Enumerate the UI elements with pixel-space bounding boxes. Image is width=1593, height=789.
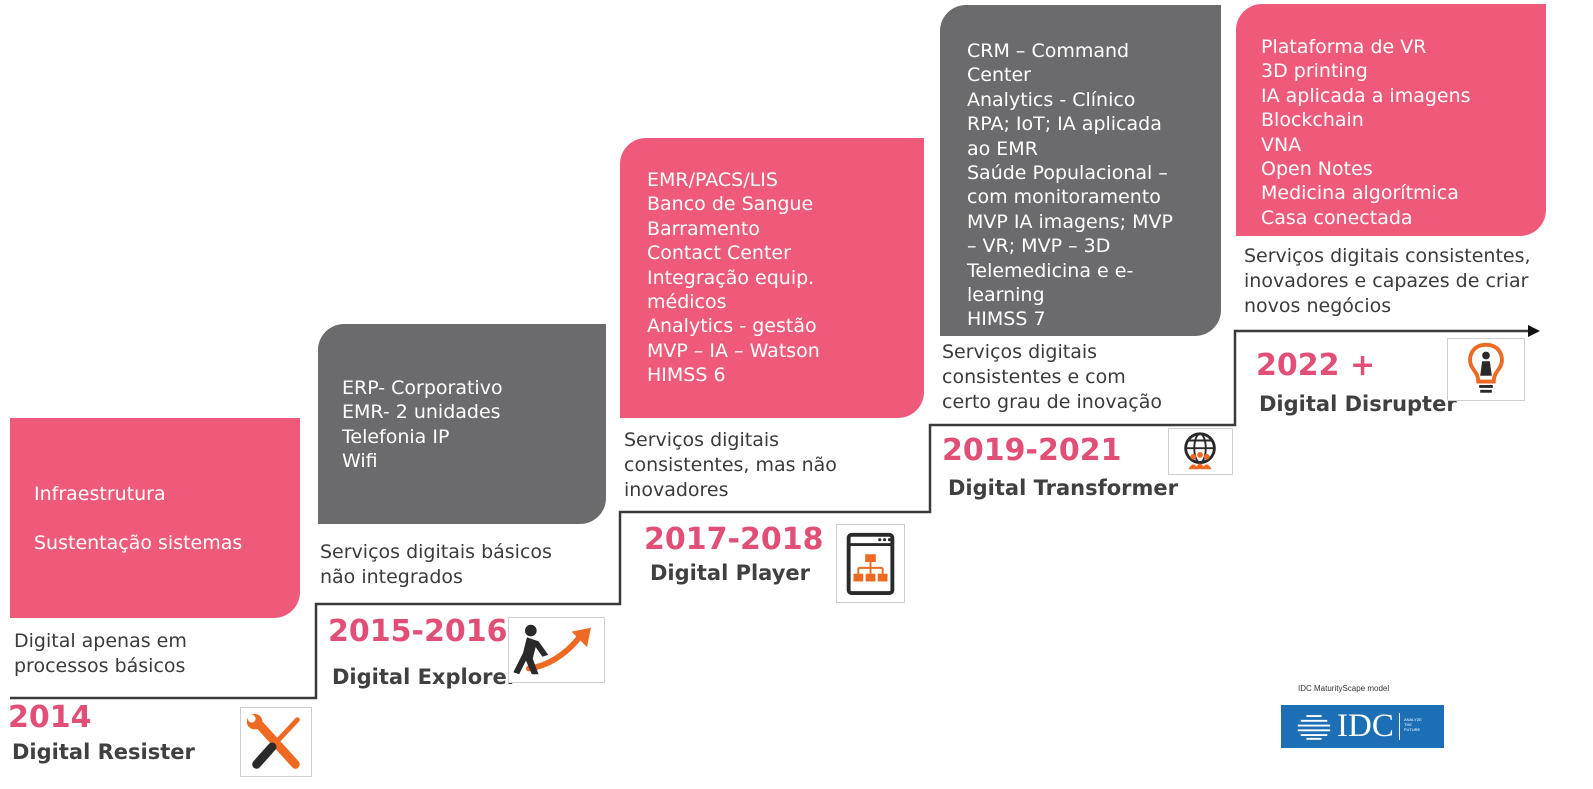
capability-item: VNA: [1261, 133, 1302, 156]
idc-globe-icon: [1297, 715, 1331, 740]
stage-1-description: Digital apenas em processos básicos: [14, 629, 187, 679]
capability-item: Analytics - gestão: [647, 315, 817, 338]
stage-4-year: 2019-2021: [942, 433, 1122, 468]
stage-3-name: Digital Player: [650, 561, 810, 585]
capability-item: EMR/PACS/LIS: [647, 169, 778, 191]
stage-5-description: Serviços digitais consistentes, inovador…: [1244, 244, 1531, 319]
capability-item: IA aplicada a imagens: [1261, 84, 1471, 107]
description-line: Serviços digitais consistentes,: [1244, 245, 1531, 267]
capability-item: Integração equip.: [647, 266, 815, 289]
capability-item: Sustentação sistemas: [34, 532, 243, 554]
capability-item: Telefonia IP: [342, 425, 450, 448]
globe-people-icon: [1168, 428, 1233, 475]
description-line: novos negócios: [1244, 295, 1392, 317]
stage-4-capabilities-box: CRM – Command Center Analytics - Clínico…: [940, 5, 1221, 336]
stage-3-year: 2017-2018: [644, 522, 824, 557]
capability-item: com monitoramento: [967, 186, 1161, 209]
idc-logo-tagline: ANALYZE THE FUTURE: [1404, 717, 1422, 732]
capability-item: Center: [967, 64, 1031, 87]
idc-logo-divider: [1399, 713, 1400, 740]
capability-item: ERP- Corporativo: [342, 377, 503, 399]
org-chart-window-icon: [836, 524, 905, 603]
capability-item: Blockchain: [1261, 109, 1364, 132]
capability-item: Casa conectada: [1261, 206, 1413, 229]
explorer-pulling-arrow-icon: [508, 617, 605, 683]
stage-2-name: Digital Explorer: [332, 665, 518, 689]
stage-2-capabilities-box: ERP- Corporativo EMR- 2 unidades Telefon…: [318, 324, 606, 524]
description-line: Serviços digitais: [624, 429, 780, 451]
stage-5-name: Digital Disrupter: [1259, 392, 1457, 416]
description-line: consistentes, mas não: [624, 454, 837, 476]
capability-item: EMR- 2 unidades: [342, 401, 501, 424]
capability-item: HIMSS 6: [647, 364, 726, 387]
stage-3-description: Serviços digitais consistentes, mas não …: [624, 428, 837, 503]
capability-item: Barramento: [647, 217, 760, 240]
capability-item: Medicina algorítmica: [1261, 182, 1459, 205]
capability-item: Contact Center: [647, 242, 791, 265]
stage-5-capabilities-box: Plataforma de VR 3D printing IA aplicada…: [1236, 4, 1546, 236]
stage-2-year: 2015-2016: [328, 614, 508, 649]
lightbulb-person-icon: [1447, 338, 1525, 401]
source-caption: IDC MaturityScape model: [1298, 684, 1390, 693]
capability-item: Open Notes: [1261, 158, 1373, 181]
stage-4-description: Serviços digitais consistentes e com cer…: [942, 340, 1162, 415]
wrench-screwdriver-icon: [240, 707, 312, 777]
stage-1-name: Digital Resister: [12, 740, 195, 764]
description-line: Digital apenas em: [14, 630, 187, 652]
capability-item: médicos: [647, 291, 727, 314]
tagline-line: FUTURE: [1404, 727, 1421, 732]
stage-3-capabilities-box: EMR/PACS/LIS Banco de Sangue Barramento …: [620, 138, 924, 418]
capability-item: RPA; IoT; IA aplicada: [967, 113, 1162, 136]
description-line: processos básicos: [14, 655, 186, 677]
capability-item: Infraestrutura: [34, 483, 166, 505]
description-line: inovadores e capazes de criar: [1244, 270, 1529, 292]
capability-item: Plataforma de VR: [1261, 36, 1427, 58]
description-line: inovadores: [624, 479, 729, 501]
capability-item: 3D printing: [1261, 60, 1368, 83]
capability-item: Telemedicina e e-: [967, 259, 1134, 282]
description-line: consistentes e com: [942, 366, 1126, 388]
capability-item: Saúde Populacional –: [967, 162, 1168, 185]
idc-logo-text: IDC: [1337, 708, 1394, 744]
stage-2-description: Serviços digitais básicos não integrados: [320, 540, 552, 590]
description-line: Serviços digitais básicos: [320, 541, 552, 563]
stage-1-capabilities-box: Infraestrutura Sustentação sistemas: [10, 418, 300, 618]
description-line: não integrados: [320, 566, 463, 588]
stage-1-year: 2014: [8, 700, 92, 735]
stage-4-name: Digital Transformer: [948, 476, 1178, 500]
idc-logo: IDC ANALYZE THE FUTURE: [1281, 705, 1444, 748]
capability-item: learning: [967, 284, 1045, 307]
stage-5-year: 2022 +: [1256, 348, 1376, 383]
capability-item: MVP – IA – Watson: [647, 339, 820, 362]
tagline-line: ANALYZE: [1404, 717, 1422, 722]
tagline-line: THE: [1404, 722, 1412, 727]
capability-item: ao EMR: [967, 137, 1038, 160]
capability-item: Analytics - Clínico: [967, 88, 1136, 111]
description-line: certo grau de inovação: [942, 391, 1162, 413]
capability-item: MVP IA imagens; MVP: [967, 210, 1173, 233]
capability-item: Wifi: [342, 450, 378, 473]
capability-item: CRM – Command: [967, 40, 1130, 62]
capability-item: HIMSS 7: [967, 308, 1046, 331]
capability-item: – VR; MVP – 3D: [967, 235, 1111, 258]
description-line: Serviços digitais: [942, 341, 1098, 363]
capability-item: Banco de Sangue: [647, 193, 814, 216]
